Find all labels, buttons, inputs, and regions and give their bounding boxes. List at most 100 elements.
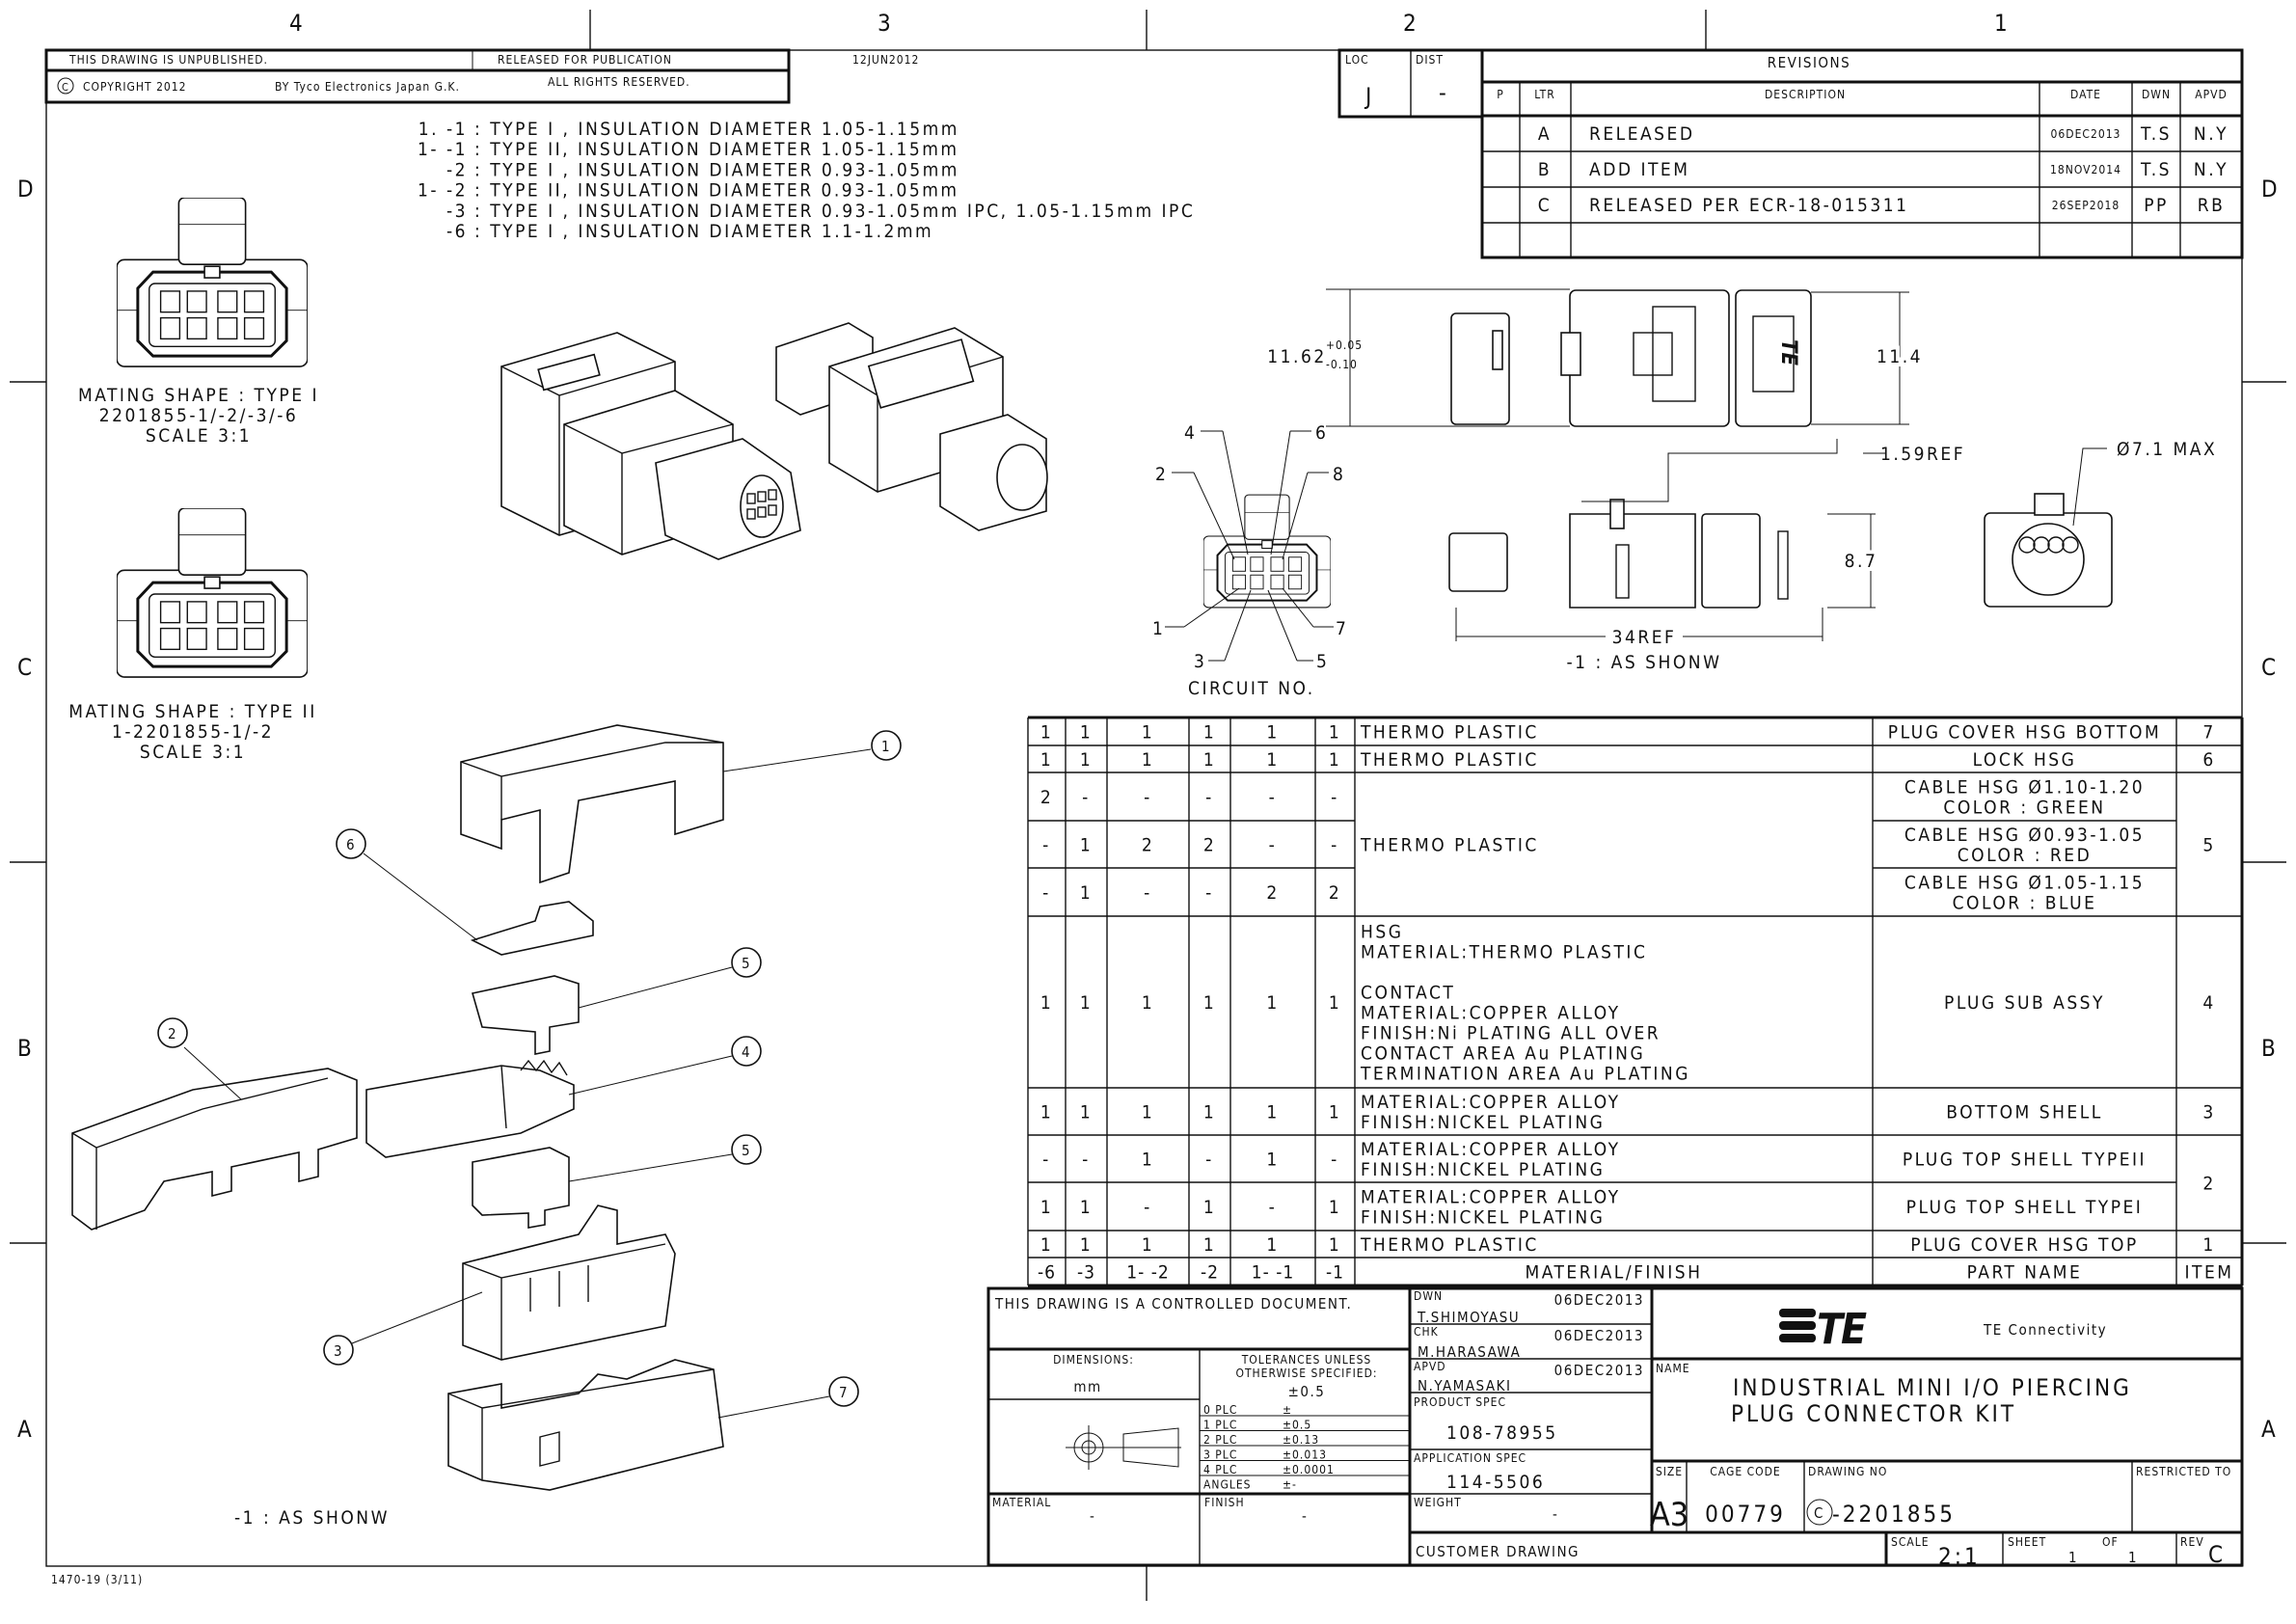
revisions-table: REVISIONS P LTR DESCRIPTION DATE DWN APV… bbox=[1480, 48, 2244, 259]
drawing-no-label: DRAWING NO bbox=[1808, 1465, 1887, 1478]
bom-qty: 2 bbox=[1329, 882, 1341, 904]
form-number: 1470-19 (3/11) bbox=[51, 1573, 143, 1586]
tolerance-value: ±0.013 bbox=[1283, 1448, 1327, 1462]
bom-part-name: CABLE HSG Ø1.10-1.20 bbox=[1904, 777, 2145, 798]
bom-qty: 1 bbox=[1040, 1197, 1053, 1218]
tolerance-value: ±0.0001 bbox=[1283, 1463, 1335, 1476]
drawing-no-value: -2201855 bbox=[1832, 1501, 1956, 1528]
revisions-title: REVISIONS bbox=[1768, 54, 1850, 71]
bom-variant-header: 1- -1 bbox=[1252, 1262, 1295, 1284]
back-view: Ø7.1 MAX bbox=[1984, 439, 2215, 608]
zone-row-b-left: B bbox=[17, 1035, 32, 1062]
bom-part-name: PLUG TOP SHELL TYPEII bbox=[1903, 1150, 2147, 1171]
exploded-view-note: -1 : AS SHONW bbox=[234, 1507, 390, 1529]
pin-label-4: 4 bbox=[1184, 422, 1197, 444]
tolerances-label-2: OTHERWISE SPECIFIED: bbox=[1235, 1367, 1377, 1380]
bom-qty: 1 bbox=[1203, 722, 1216, 744]
rev-apvd: RB bbox=[2198, 195, 2226, 216]
bom-qty: - bbox=[1269, 835, 1278, 856]
note-prefix: -6 bbox=[446, 221, 468, 242]
pin-label-8: 8 bbox=[1333, 464, 1345, 485]
dimensions-label: DIMENSIONS: bbox=[1053, 1353, 1134, 1367]
bom-qty: 1 bbox=[1329, 1197, 1341, 1218]
zone-col-3: 3 bbox=[878, 10, 891, 37]
company-credit: BY Tyco Electronics Japan G.K. bbox=[275, 80, 460, 94]
bom-part-name: CABLE HSG Ø1.05-1.15 bbox=[1904, 873, 2145, 894]
rev-date: 18NOV2014 bbox=[2050, 163, 2121, 176]
bom-qty: 1 bbox=[1142, 992, 1154, 1014]
mating-type1-parts: 2201855-1/-2/-3/-6 bbox=[99, 405, 299, 426]
part-1-plug-cover-top bbox=[460, 724, 724, 884]
note-prefix: -3 bbox=[446, 201, 468, 222]
pin-label-7: 7 bbox=[1336, 618, 1348, 639]
of-value: 1 bbox=[2128, 1549, 2138, 1566]
bom-qty: - bbox=[1331, 1150, 1339, 1171]
note-text: : TYPE I , INSULATION DIAMETER 1.1-1.2mm bbox=[474, 221, 933, 242]
bom-material: FINISH:NICKEL PLATING bbox=[1361, 1159, 1605, 1180]
mating-shape-type1-view bbox=[117, 198, 308, 368]
part-2-plug-top-shell bbox=[71, 1068, 358, 1231]
bom-material: MATERIAL:COPPER ALLOY bbox=[1361, 1003, 1621, 1024]
bom-qty: - bbox=[1042, 1150, 1051, 1171]
te-logo: TE bbox=[1779, 1305, 1869, 1354]
part-3-bottom-shell bbox=[462, 1204, 676, 1361]
circuit-no-label: CIRCUIT NO. bbox=[1188, 678, 1315, 699]
part-7-plug-cover-bottom bbox=[447, 1359, 724, 1491]
drawing-name-line1: INDUSTRIAL MINI I/O PIERCING bbox=[1733, 1374, 2132, 1401]
dim-11-62-tol-plus: +0.05 bbox=[1326, 338, 1363, 352]
zone-dividers bbox=[10, 10, 2286, 1601]
rev-ltr: B bbox=[1538, 159, 1552, 180]
bom-variant-header: -1 bbox=[1326, 1262, 1344, 1284]
bom-part-name: COLOR : RED bbox=[1958, 845, 2093, 866]
tolerance-places: 2 PLC bbox=[1203, 1433, 1237, 1447]
bom-part-name: PLUG COVER HSG TOP bbox=[1910, 1234, 2139, 1256]
bom-qty: 1 bbox=[1080, 992, 1093, 1014]
mating-type2-parts: 1-2201855-1/-2 bbox=[112, 721, 274, 743]
bom-qty: - bbox=[1205, 882, 1214, 904]
tolerance-places: 4 PLC bbox=[1203, 1463, 1237, 1476]
bom-part-name: PLUG SUB ASSY bbox=[1944, 992, 2105, 1014]
bom-qty: - bbox=[1082, 787, 1091, 808]
pin-label-6: 6 bbox=[1315, 422, 1328, 444]
apvd-date: 06DEC2013 bbox=[1554, 1362, 1644, 1379]
rev-value: C bbox=[2208, 1541, 2226, 1568]
tolerance-places: 3 PLC bbox=[1203, 1448, 1237, 1462]
bom-merged-material: THERMO PLASTIC bbox=[1360, 835, 1539, 856]
drawing-no-prefix: C bbox=[1814, 1504, 1824, 1522]
mating-type1-scale: SCALE 3:1 bbox=[146, 425, 252, 447]
rev-label: REV bbox=[2180, 1535, 2204, 1549]
bom-part-name: CABLE HSG Ø0.93-1.05 bbox=[1904, 825, 2145, 846]
bom-qty: - bbox=[1042, 835, 1051, 856]
balloon-circle bbox=[157, 1017, 188, 1048]
isometric-assembly-view bbox=[500, 322, 1048, 560]
bom-qty: 1 bbox=[1142, 1102, 1154, 1123]
bom-qty: 1 bbox=[1080, 1102, 1093, 1123]
bom-qty: - bbox=[1331, 835, 1339, 856]
loc-label: LOC bbox=[1345, 53, 1369, 67]
note-prefix: 1- -2 bbox=[418, 180, 468, 202]
title-block: THIS DRAWING IS A CONTROLLED DOCUMENT. D… bbox=[986, 1286, 2244, 1570]
general-tolerance: ±0.5 bbox=[1288, 1383, 1326, 1400]
bom-qty: 1 bbox=[1329, 1102, 1341, 1123]
bom-qty: 1 bbox=[1329, 749, 1341, 771]
product-spec-value: 108-78955 bbox=[1446, 1422, 1558, 1444]
bom-material: MATERIAL:COPPER ALLOY bbox=[1361, 1187, 1621, 1208]
tolerance-value: ±0.5 bbox=[1283, 1419, 1311, 1432]
zone-row-c-left: C bbox=[17, 654, 32, 681]
bom-qty: - bbox=[1082, 1150, 1091, 1171]
note-text: : TYPE I , INSULATION DIAMETER 1.05-1.15… bbox=[474, 119, 959, 140]
balloon-circle bbox=[731, 947, 762, 978]
bom-part-name: BOTTOM SHELL bbox=[1946, 1102, 2103, 1123]
bom-item-number: 1 bbox=[2202, 1234, 2215, 1256]
note-text: : TYPE I , INSULATION DIAMETER 0.93-1.05… bbox=[474, 159, 959, 180]
weight-label: WEIGHT bbox=[1414, 1496, 1462, 1509]
bom-qty: 1 bbox=[1080, 1197, 1093, 1218]
mating-type2-title: MATING SHAPE : TYPE II bbox=[68, 701, 317, 722]
drawing-name-line2: PLUG CONNECTOR KIT bbox=[1731, 1400, 2016, 1427]
pin-label-2: 2 bbox=[1155, 464, 1168, 485]
bom-qty: 1 bbox=[1080, 835, 1093, 856]
bom-material: CONTACT bbox=[1361, 983, 1455, 1004]
zone-col-1: 1 bbox=[1994, 10, 2008, 37]
customer-drawing-label: CUSTOMER DRAWING bbox=[1416, 1543, 1580, 1560]
